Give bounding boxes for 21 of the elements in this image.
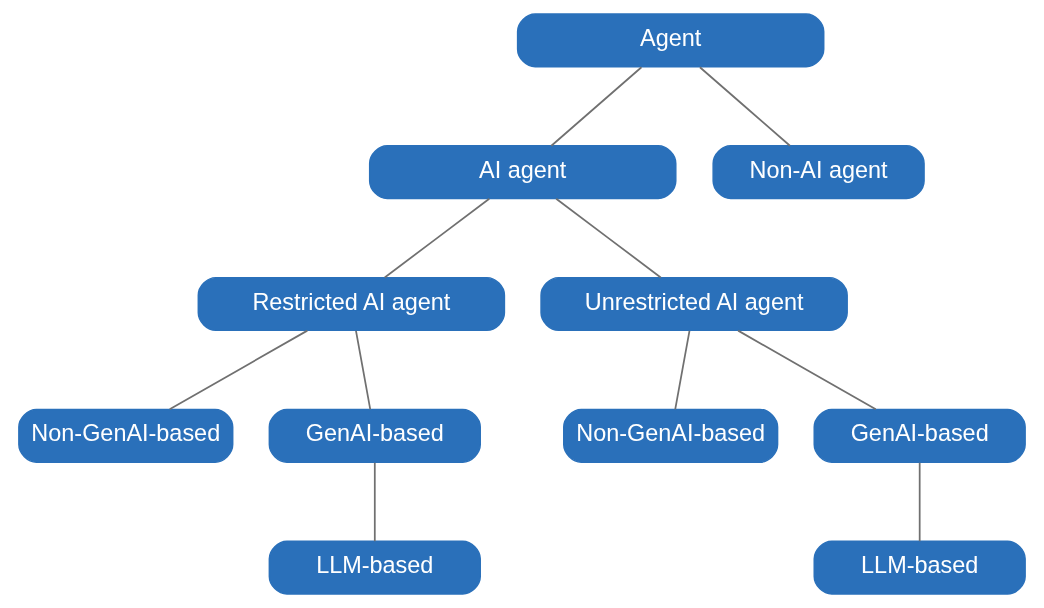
connector <box>674 330 691 411</box>
node-box: Restricted AI agent <box>197 276 506 332</box>
connector <box>699 66 791 147</box>
node-box: GenAI-based <box>268 408 481 463</box>
node-box: Unrestricted AI agent <box>540 276 848 332</box>
connector <box>383 197 491 279</box>
node-box: LLM-based <box>813 540 1026 595</box>
node-box: Non-AI agent <box>712 145 925 200</box>
node-box: Agent <box>516 13 825 68</box>
node-box: LLM-based <box>268 540 481 595</box>
node-box: Non-GenAI-based <box>18 408 234 463</box>
connector <box>550 66 643 147</box>
connector <box>168 329 309 411</box>
connector <box>373 461 376 543</box>
connector <box>918 461 921 543</box>
connector <box>555 197 662 279</box>
node-box: AI agent <box>368 145 677 200</box>
connector <box>737 329 877 411</box>
node-box: GenAI-based <box>813 408 1026 463</box>
connector <box>355 330 372 411</box>
node-box: Non-GenAI-based <box>563 408 779 463</box>
